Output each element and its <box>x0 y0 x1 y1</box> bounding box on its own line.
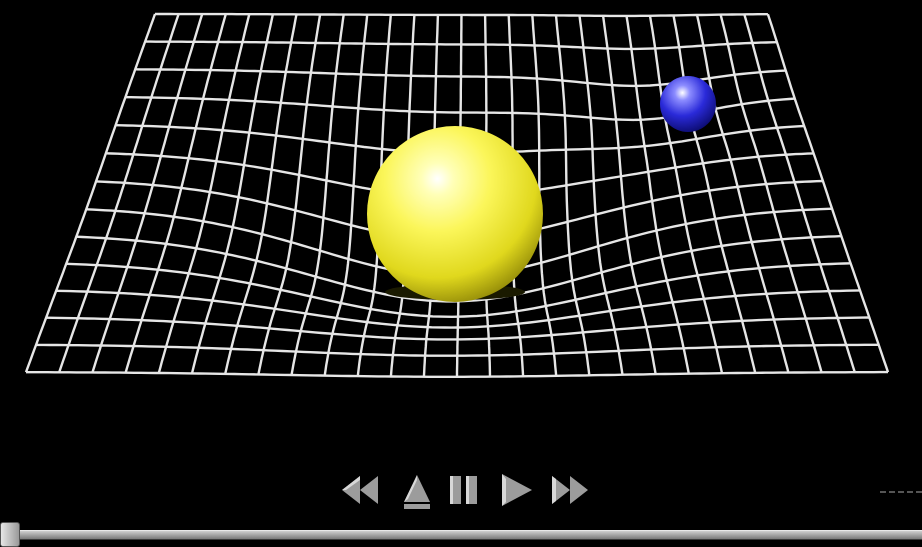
grid-line <box>155 14 768 16</box>
grid-line <box>192 14 273 373</box>
timeline-scrubber[interactable] <box>0 522 922 547</box>
eject-button[interactable] <box>404 475 430 509</box>
play-icon <box>502 474 532 506</box>
grid-line <box>159 14 250 373</box>
star-sphere <box>367 126 543 302</box>
planet-sphere <box>660 76 716 132</box>
grid-line <box>580 16 623 375</box>
pause-button[interactable] <box>450 476 477 504</box>
grid-line <box>603 16 656 374</box>
timeline-track[interactable] <box>14 530 922 540</box>
fast-forward-button[interactable] <box>552 476 588 504</box>
rewind-button[interactable] <box>342 476 378 504</box>
timeline-end-marker <box>880 491 922 495</box>
play-button[interactable] <box>502 474 532 506</box>
timeline-thumb[interactable] <box>0 522 20 547</box>
grid-line <box>556 15 589 375</box>
playback-controls <box>330 466 610 514</box>
